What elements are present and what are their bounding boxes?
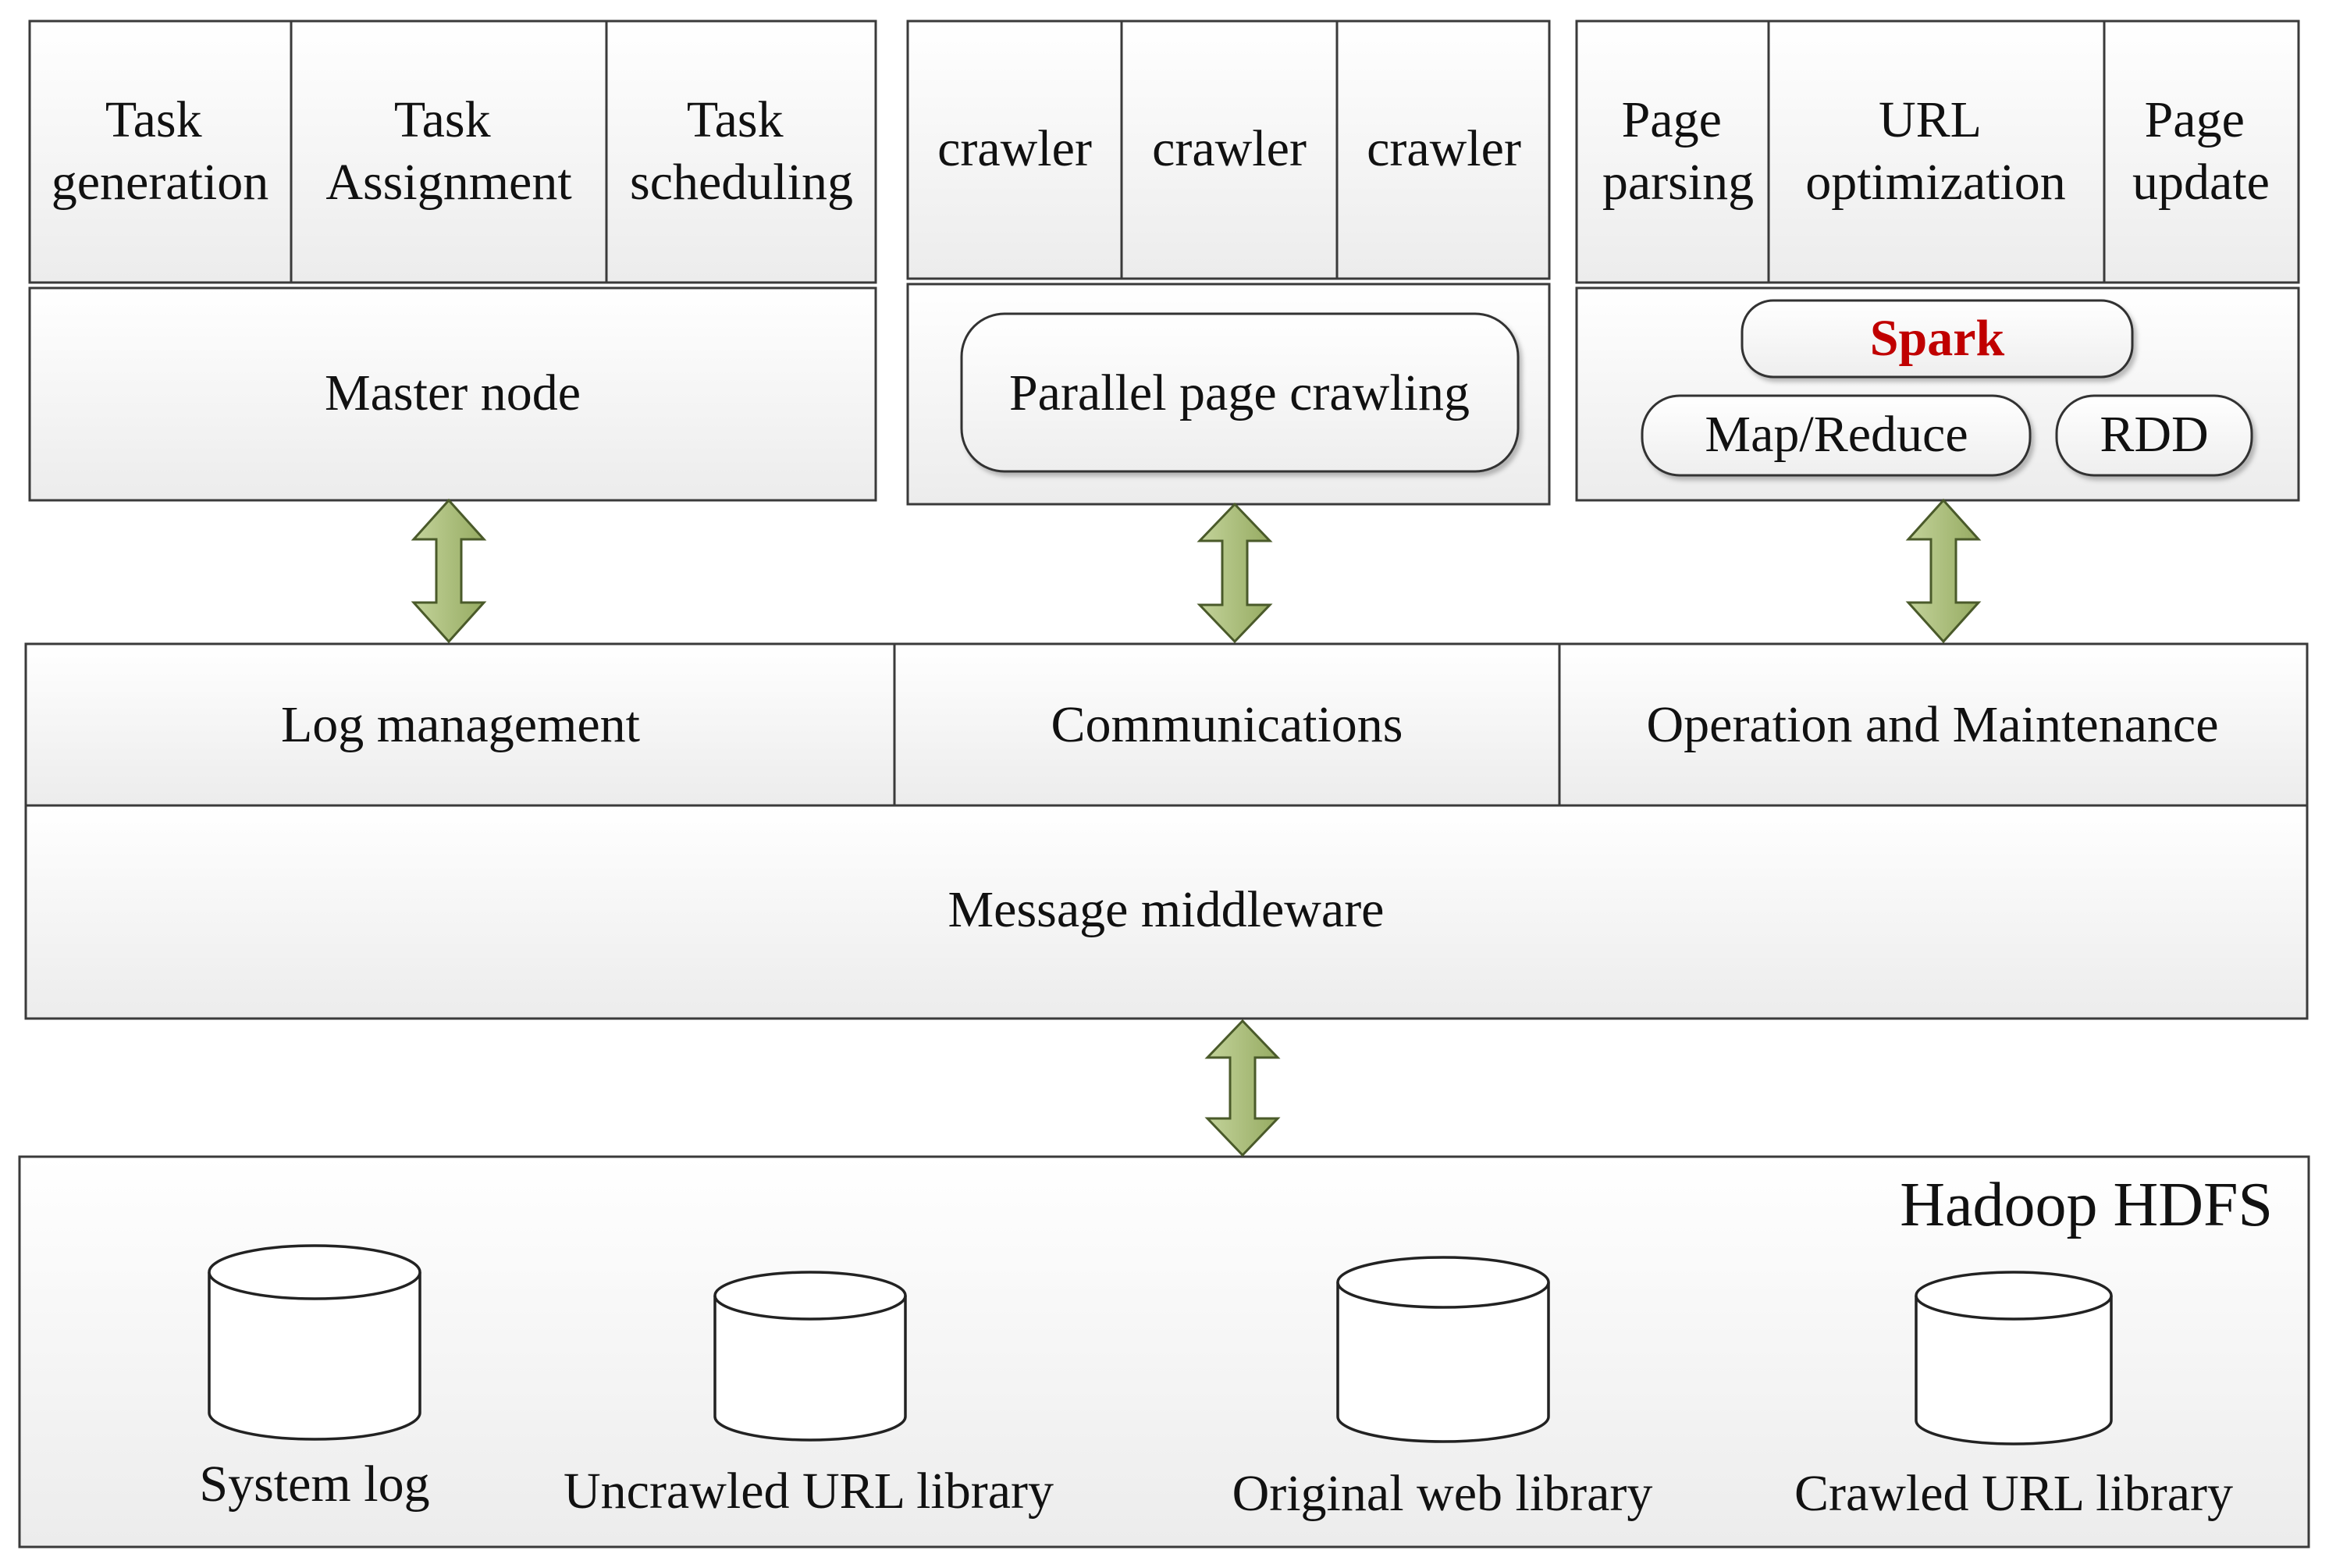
- rdd-label: RDD: [2100, 406, 2208, 463]
- services-group: Log management Communications Operation …: [24, 642, 2309, 807]
- task-scheduling-line2: scheduling: [630, 154, 853, 211]
- bidirectional-arrow-icon: [1204, 1019, 1281, 1157]
- task-assignment-line2: Assignment: [325, 154, 571, 211]
- task-generation-line1: Task: [105, 91, 202, 148]
- page-parsing-line2: parsing: [1602, 154, 1754, 211]
- crawler-label: crawler: [937, 120, 1092, 177]
- page-parsing-line1: Page: [1622, 91, 1722, 148]
- page-update-line2: update: [2132, 154, 2270, 211]
- task-assignment-line1: Task: [394, 91, 491, 148]
- hdfs-title: Hadoop HDFS: [1900, 1171, 2273, 1239]
- store-label: Uncrawled URL library: [564, 1463, 1054, 1520]
- master-node-label: Master node: [325, 364, 581, 421]
- database-icon: [208, 1244, 421, 1441]
- url-optimization-label: URL optimization: [1805, 91, 2066, 211]
- processing-group: Page parsing URL optimization Page updat…: [1575, 20, 2300, 502]
- parallel-crawl-pill: [960, 312, 1520, 473]
- master-node-box: [28, 286, 877, 502]
- page-update-label: Page update: [2132, 91, 2270, 211]
- master-group: Task generation Task Assignment Task sch…: [28, 20, 877, 502]
- crawler-label: crawler: [1152, 120, 1307, 177]
- store-label: Crawled URL library: [1794, 1465, 2233, 1522]
- parallel-crawl-label: Parallel page crawling: [1009, 364, 1470, 421]
- operation-maintenance-label: Operation and Maintenance: [1646, 696, 2218, 753]
- uncrawled-url-store: Uncrawled URL library: [564, 1271, 1054, 1520]
- bidirectional-arrow-icon: [411, 498, 487, 644]
- crawler-label: crawler: [1367, 120, 1521, 177]
- rdd-pill: [2055, 394, 2253, 477]
- database-icon: [1336, 1256, 1550, 1443]
- middleware-label: Message middleware: [948, 881, 1385, 938]
- task-scheduling-label: Task scheduling: [630, 91, 853, 211]
- processing-row-box: [1575, 20, 2300, 284]
- url-optimization-line2: optimization: [1805, 154, 2066, 211]
- services-box: [24, 642, 2309, 807]
- bidirectional-arrow-icon: [1905, 498, 1982, 644]
- spark-pill: [1741, 299, 2134, 379]
- database-icon: [1915, 1271, 2113, 1445]
- middleware-box: [24, 804, 2309, 1020]
- original-web-store: Original web library: [1232, 1256, 1653, 1522]
- task-row-box: [28, 20, 877, 284]
- task-generation-line2: generation: [52, 154, 269, 211]
- crawler-row-box: [906, 20, 1551, 280]
- hdfs-group: Hadoop HDFS System log Uncrawled URL lib…: [18, 1155, 2310, 1548]
- crawled-url-store: Crawled URL library: [1794, 1271, 2233, 1522]
- page-update-line1: Page: [2145, 91, 2245, 148]
- store-label: Original web library: [1232, 1465, 1653, 1522]
- task-generation-label: Task generation: [52, 91, 269, 211]
- bidirectional-arrow-icon: [1197, 502, 1273, 644]
- communications-label: Communications: [1051, 696, 1403, 753]
- task-scheduling-line1: Task: [687, 91, 784, 148]
- spark-label: Spark: [1870, 310, 2005, 367]
- store-label: System log: [199, 1456, 429, 1513]
- system-log-store: System log: [199, 1244, 430, 1513]
- log-management-label: Log management: [281, 696, 640, 753]
- page-parsing-label: Page parsing: [1602, 91, 1754, 211]
- crawler-group: crawler crawler crawler Parallel page cr…: [906, 20, 1551, 506]
- task-assignment-label: Task Assignment: [325, 91, 571, 211]
- mapreduce-label: Map/Reduce: [1705, 406, 1968, 463]
- database-icon: [713, 1271, 907, 1442]
- mapreduce-pill: [1641, 394, 2032, 477]
- url-optimization-line1: URL: [1879, 91, 1980, 148]
